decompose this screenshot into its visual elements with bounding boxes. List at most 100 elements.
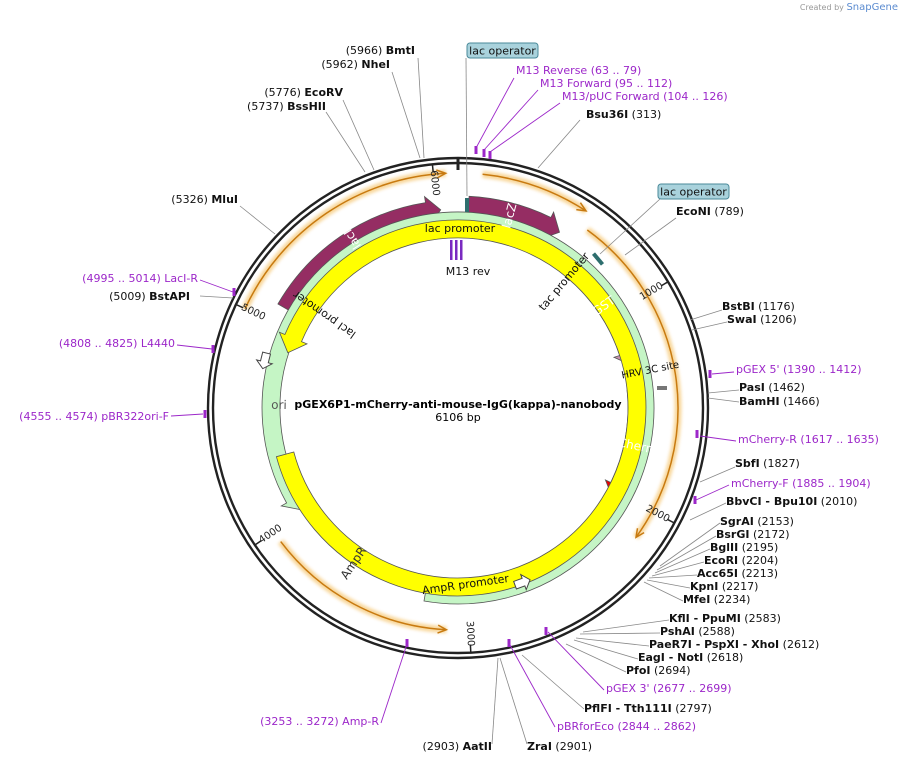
tick-label-6000: 6000 [428, 170, 442, 196]
site-name: EagI - NotI [638, 651, 703, 664]
site-label-ecori: EcoRI (2204) [704, 554, 778, 567]
site-label-bsrgi: BsrGI (2172) [716, 528, 790, 541]
site-name: BbvCI - Bpu10I [726, 495, 817, 508]
tick-6000 [431, 164, 434, 173]
site-label-bsshii: (5737) BssHII [247, 100, 326, 113]
site-pos: (2612) [779, 638, 819, 651]
site-label-swai: SwaI (1206) [727, 313, 797, 326]
site-pos: (1176) [755, 300, 795, 313]
lac-operator-1-text: lac operator [469, 45, 536, 58]
site-name: BssHII [287, 100, 326, 113]
hrv-site-marker [657, 386, 667, 390]
site-name: PasI [739, 381, 765, 394]
site-name: MluI [211, 193, 238, 206]
site-label-econi: EcoNI (789) [676, 205, 744, 218]
site-label-nhei: (5962) NheI [321, 58, 390, 71]
site-label-bstbi: BstBI (1176) [722, 300, 795, 313]
primer-label-pgex-5-: pGEX 5' (1390 .. 1412) [736, 363, 862, 376]
orf-arc-lacz [482, 173, 587, 212]
site-pos: (2217) [718, 580, 758, 593]
site-pos: (313) [628, 108, 661, 121]
orf-arc-ampr [280, 541, 447, 631]
site-pos: (5962) [321, 58, 361, 71]
site-leader-15 [656, 535, 717, 571]
site-label-bstapi: (5009) BstAPI [109, 290, 190, 303]
primer-label-laci-r: (4995 .. 5014) LacI-R [82, 272, 198, 285]
site-pos: (2172) [749, 528, 789, 541]
tick-4000 [254, 539, 262, 546]
primer-label-mcherry-r: mCherry-R (1617 .. 1635) [738, 433, 879, 446]
tick-label-3000: 3000 [464, 621, 476, 647]
site-name: Acc65I [697, 567, 738, 580]
site-pos: (5326) [171, 193, 211, 206]
site-name: BmtI [386, 44, 415, 57]
primer-leader-5 [695, 484, 730, 501]
primer-bar-1 [482, 149, 486, 157]
primer-bar-11 [232, 288, 236, 296]
orf-arc-laci [244, 172, 446, 310]
site-pos: (1827) [760, 457, 800, 470]
site-name: EcoNI [676, 205, 711, 218]
site-name: BglII [710, 541, 738, 554]
site-pos: (2618) [703, 651, 743, 664]
site-leader-18 [648, 574, 698, 579]
site-leader-16 [654, 548, 711, 574]
site-leader-14 [659, 522, 721, 567]
site-pos: (2903) [423, 740, 463, 753]
site-leader-21 [582, 619, 670, 633]
snapgene-logo: SnapGene [846, 2, 898, 13]
primer-leader-7 [509, 644, 556, 728]
site-leader-22 [579, 632, 661, 635]
leader-lines [170, 57, 740, 745]
primer-label-pbr322ori-f: (4555 .. 4574) pBR322ori-F [19, 410, 169, 423]
lac-operator-marker-2 [591, 252, 605, 266]
tick-label-5000: 5000 [239, 302, 267, 323]
orf-arc-lacz-head [576, 202, 588, 212]
primer-leader-0 [475, 77, 515, 149]
primer-leader-2 [489, 102, 561, 153]
site-pos: (1466) [780, 395, 820, 408]
site-name: EcoRI [704, 554, 738, 567]
site-leader-25 [565, 643, 627, 673]
site-leader-6 [537, 119, 581, 169]
site-leader-3 [325, 111, 366, 173]
center-title: pGEX6P1-mCherry-anti-mouse-IgG(kappa)-na… [294, 398, 621, 424]
primer-leader-11 [199, 279, 234, 293]
site-name: PflFI - Tth111I [584, 702, 672, 715]
site-leader-4 [239, 205, 276, 235]
site-leader-10 [707, 389, 740, 394]
site-label-ecorv: (5776) EcoRV [264, 86, 343, 99]
site-label-sgrai: SgrAI (2153) [720, 515, 794, 528]
primer-bar-9 [203, 410, 207, 418]
site-label-paer7i-pspxi-xhoi: PaeR7I - PspXI - XhoI (2612) [649, 638, 819, 651]
feature-arrows [261, 195, 655, 605]
lac-operator-1-leader [465, 57, 468, 197]
primer-bar-4 [695, 430, 699, 438]
site-name: PfoI [626, 664, 651, 677]
site-name: BamHI [739, 395, 780, 408]
site-leader-5 [199, 295, 234, 299]
site-name: ZraI [527, 740, 552, 753]
site-leader-28 [491, 657, 499, 745]
site-leader-13 [689, 502, 727, 521]
site-label-pasi: PasI (1462) [739, 381, 805, 394]
site-leader-26 [521, 654, 585, 710]
site-leader-19 [646, 579, 691, 589]
site-name: MfeI [683, 593, 710, 606]
primer-leader-1 [483, 89, 539, 151]
tick-5000 [235, 303, 244, 309]
site-name: KflI - PpuMI [669, 612, 741, 625]
site-label-bmti: (5966) BmtI [346, 44, 415, 57]
lac-operator-2-box [657, 183, 730, 200]
m13-rev-bar-3 [460, 240, 463, 260]
tick-1000 [660, 281, 669, 287]
site-name: BstBI [722, 300, 755, 313]
site-pos: (5966) [346, 44, 386, 57]
small-features [203, 146, 712, 647]
site-pos: (2588) [695, 625, 735, 638]
site-pos: (2901) [552, 740, 592, 753]
m13-rev-bar-1 [450, 240, 453, 260]
site-leader-17 [651, 561, 705, 577]
site-pos: (1462) [765, 381, 805, 394]
